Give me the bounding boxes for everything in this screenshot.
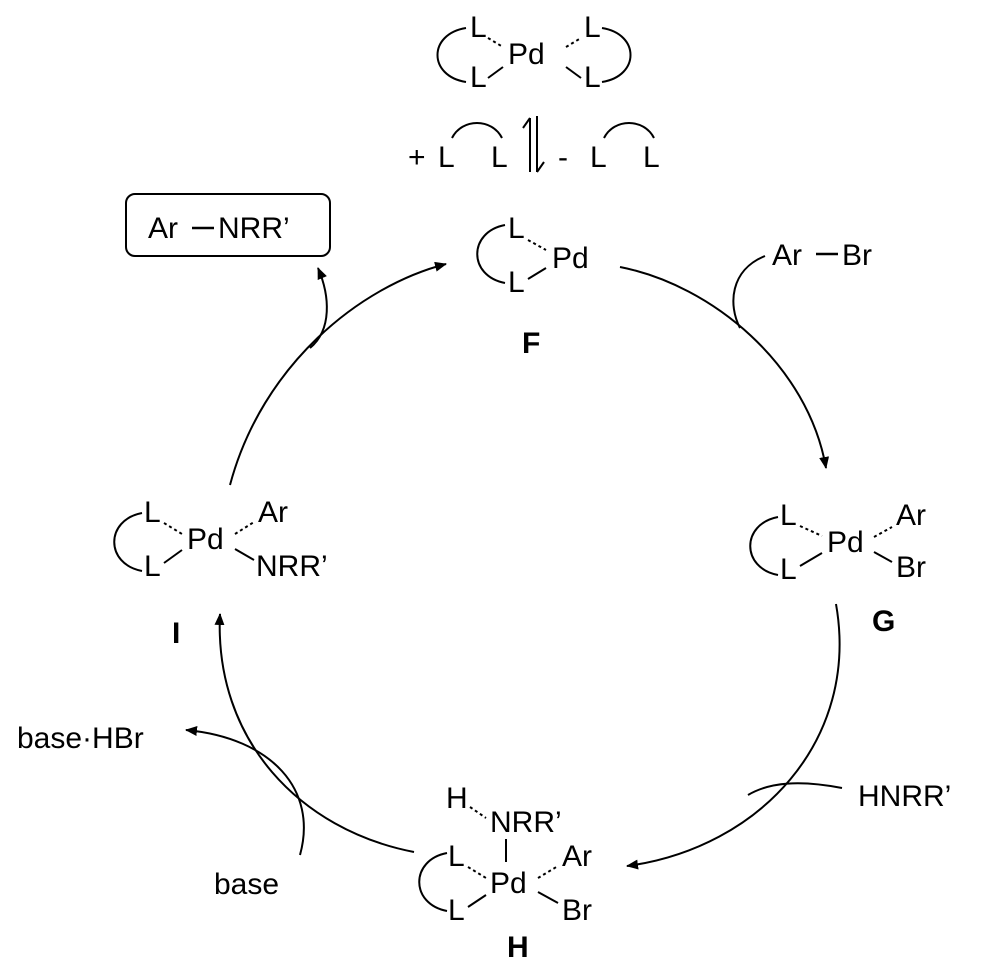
pd-l-bond — [527, 239, 547, 251]
palladium: Pd — [490, 867, 527, 900]
pd-ar-bond — [873, 526, 893, 538]
hydrogen: H — [446, 782, 468, 815]
pd-l-bond — [163, 522, 183, 535]
arrow-product-exit — [309, 267, 328, 349]
ligand-arc — [603, 122, 655, 139]
arrow-arbr-entry — [732, 255, 766, 329]
equilibrium-arrow-down-head — [536, 161, 545, 173]
pd-br-bond — [873, 551, 893, 563]
ligand-arc — [418, 852, 448, 912]
reagent-amine: HNRR’ — [858, 780, 951, 813]
pd-l-bond — [487, 37, 504, 48]
label-i: I — [172, 617, 180, 650]
ligand-arc — [476, 224, 506, 284]
ligand-l: L — [508, 266, 525, 299]
species-f: L L Pd F — [476, 212, 589, 360]
species-i: L L Pd Ar NRR’ I — [113, 496, 328, 650]
pd-l-bond — [163, 549, 183, 564]
pd-br-bond — [537, 891, 559, 904]
pd-l-bond — [487, 66, 504, 79]
pd-ar-bond — [537, 865, 559, 879]
arrow-base-hbr-exit — [185, 726, 305, 856]
aryl: Ar — [896, 499, 926, 532]
ligand-l: L — [448, 840, 465, 873]
ligand-l: L — [780, 553, 797, 586]
arrow-amine-coordination — [626, 603, 841, 870]
equilibrium-arrow-up-head — [522, 117, 531, 129]
ligand-l: L — [643, 141, 660, 174]
bromide: Br — [896, 551, 926, 584]
pd-l-bond — [565, 66, 582, 79]
ligand-l: L — [780, 499, 797, 532]
ligand-equilibrium: + L L - L L — [408, 116, 660, 174]
pd-l-bond — [799, 525, 823, 537]
product-aryl: Ar — [148, 212, 178, 245]
reagent-aryl-bromide: Ar Br — [772, 239, 872, 272]
palladium: Pd — [187, 523, 224, 556]
arrow-deprotonation — [214, 613, 415, 853]
label-g: G — [872, 605, 895, 638]
product-frame — [125, 193, 331, 257]
ligand-l: L — [508, 212, 525, 245]
product-amido: NRR’ — [218, 212, 290, 245]
ligand-l: L — [448, 894, 465, 927]
plus-sign: + — [408, 141, 426, 174]
pd-l-bond — [565, 37, 582, 48]
aryl: Ar — [562, 840, 592, 873]
reagent-bromide: Br — [842, 239, 872, 272]
precatalyst-pdl4: L L Pd L L — [436, 11, 632, 94]
ligand-arc-right — [601, 27, 632, 83]
aryl: Ar — [258, 496, 288, 529]
amido: NRR’ — [256, 550, 328, 583]
palladium: Pd — [552, 242, 589, 275]
ligand-l: L — [584, 11, 601, 44]
reagent-aryl: Ar — [772, 239, 802, 272]
arrow-amine-entry — [747, 782, 843, 796]
pd-n-bond — [234, 548, 255, 561]
amine-ligand: NRR’ — [490, 806, 562, 839]
ligand-arc — [113, 512, 143, 572]
byproduct-base-hbr: base·HBr — [17, 722, 144, 755]
label-f: F — [522, 327, 540, 360]
ligand-l: L — [470, 61, 487, 94]
species-h: H NRR’ L L Pd Ar Br H — [418, 782, 592, 964]
pd-l-bond — [799, 552, 823, 567]
ligand-l: L — [438, 141, 455, 174]
reagent-base: base — [214, 868, 279, 901]
product-box: Ar NRR’ — [125, 193, 331, 257]
ligand-arc-left — [436, 27, 467, 83]
ligand-l: L — [144, 550, 161, 583]
minus-sign: - — [558, 141, 568, 174]
ligand-arc — [749, 516, 779, 576]
pd-ar-bond — [234, 521, 255, 535]
ligand-l: L — [590, 141, 607, 174]
ligand-l: L — [584, 61, 601, 94]
bromide: Br — [562, 894, 592, 927]
ligand-l: L — [470, 11, 487, 44]
ligand-l: L — [144, 496, 161, 529]
ligand-l: L — [491, 141, 508, 174]
h-n-bond — [469, 806, 487, 819]
species-g: L L Pd Ar Br G — [749, 499, 926, 638]
pd-l-bond — [467, 894, 487, 908]
arrow-reductive-elimination — [229, 261, 447, 486]
palladium: Pd — [827, 526, 864, 559]
palladium: Pd — [508, 38, 545, 71]
pd-l-bond — [467, 866, 487, 879]
ligand-arc — [451, 122, 503, 139]
pd-l-bond — [527, 267, 547, 280]
arrow-oxidative-addition — [619, 266, 830, 469]
label-h: H — [507, 931, 529, 964]
